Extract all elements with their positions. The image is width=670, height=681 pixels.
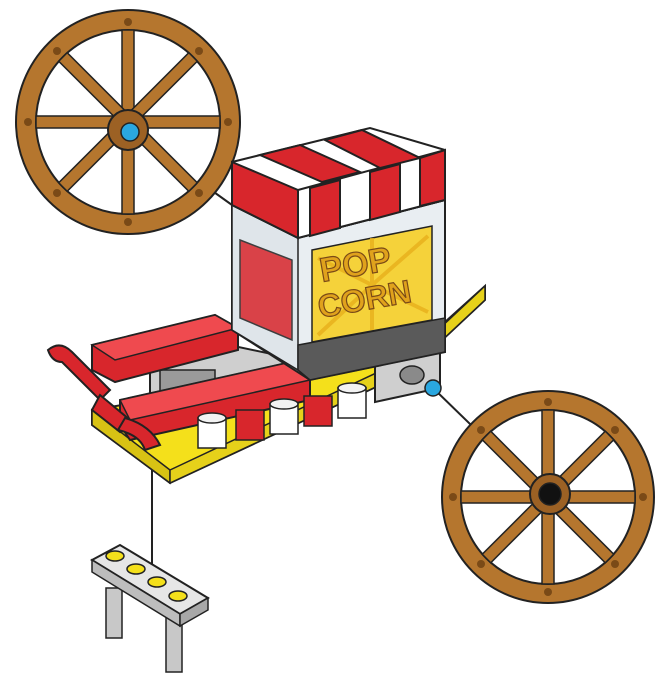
wagon-wheel-right <box>442 391 654 603</box>
wagon-wheel-top-left <box>16 10 240 234</box>
stand-piece <box>92 545 208 672</box>
axle-hole-blue-top <box>121 123 139 141</box>
axle-hole-blue-right <box>425 380 441 396</box>
